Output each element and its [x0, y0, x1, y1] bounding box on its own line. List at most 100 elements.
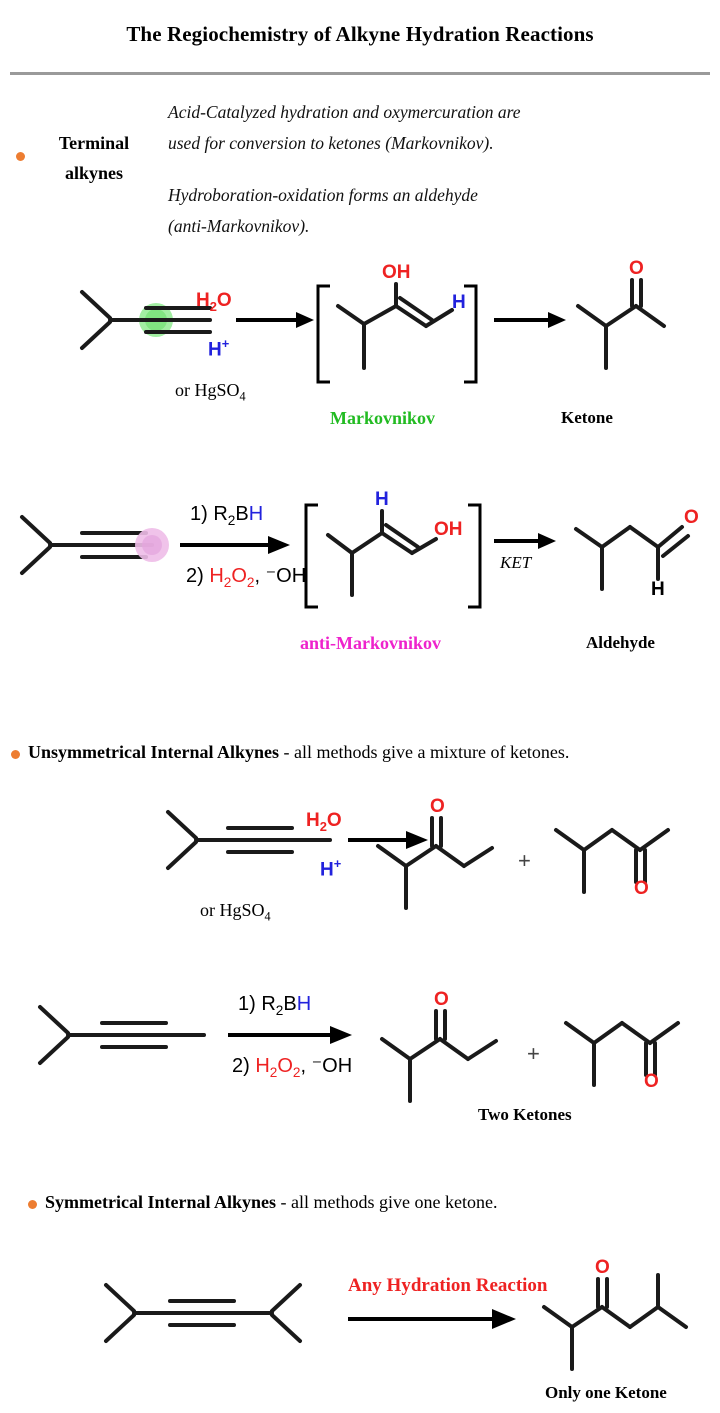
heading-sym-bold: Symmetrical Internal Alkynes [45, 1192, 276, 1212]
bond5l-methyl-down [104, 1313, 136, 1343]
reagent3-proton-label: H+ [320, 856, 342, 881]
bond3-methyl-up [166, 810, 198, 840]
p4a-ch2-to-ch3 [466, 1039, 498, 1061]
reaction-arrow-1 [236, 312, 314, 328]
reagent4-step2-label: 2) H2O2, ⁻OH [232, 1055, 353, 1080]
reaction-arrow-3 [348, 831, 428, 849]
reagent4-step1-label: 1) R2BH [238, 993, 312, 1018]
heading-sym-tail: - all methods give one ketone. [276, 1192, 498, 1212]
terminal-description-markovnikov: Acid-Catalyzed hydration and oxymercurat… [168, 97, 688, 159]
ald-co-a [656, 525, 684, 549]
product4a-oxygen-label: O [434, 989, 449, 1010]
p3a-ch-to-co [404, 844, 438, 868]
heading-unsym-bold: Unsymmetrical Internal Alkynes [28, 742, 279, 762]
p5-ch-to-co [570, 1305, 604, 1329]
step2-peroxide: H2O2 [209, 565, 255, 590]
enol2-c-to-oh [410, 537, 438, 555]
caption-anti-markovnikov: anti-Markovnikov [300, 633, 442, 653]
p4b-ch2-to-co [620, 1021, 652, 1045]
p5-methyl-left [542, 1305, 574, 1329]
terminal-label-line2: alkynes [64, 163, 124, 183]
product3a-oxygen-label: O [430, 796, 445, 817]
enol-methyl [336, 304, 366, 326]
caption-markovnikov: Markovnikov [330, 408, 436, 428]
enol-db-b [398, 296, 434, 322]
scheme-5-drawing [104, 1273, 688, 1371]
ketone-co-to-methyl [634, 304, 666, 328]
step2-peroxide-2: H2O2 [255, 1055, 301, 1080]
p3b-ch-to-ch2 [582, 828, 614, 852]
reaction-arrow-2 [180, 536, 290, 554]
aldehyde-oxygen-label: O [684, 507, 699, 528]
bracket-left-2 [304, 503, 318, 609]
bond5r-methyl-down [270, 1313, 302, 1343]
bond5r-methyl-up [270, 1283, 302, 1313]
scheme-acid-catalyzed-hydration: H2O H+ or HgSO4 OH H O Markovnikov Keton… [0, 258, 720, 440]
plus-sign-scheme4: + [527, 1041, 540, 1066]
terminal-alkynes-label: Terminal alkynes [34, 128, 154, 188]
enol-oh-label: OH [382, 262, 411, 283]
ketone-oxygen-label: O [629, 258, 644, 279]
step1-hydride-h: H [248, 503, 264, 525]
heading-unsym-tail: - all methods give a mixture of ketones. [279, 742, 570, 762]
description-line-2: used for conversion to ketones (Markovni… [168, 133, 494, 153]
bracket-left-1 [316, 284, 330, 384]
caption-two-ketones: Two Ketones [478, 1105, 572, 1124]
bond4-methyl-down [38, 1035, 70, 1065]
terminal-label-line1: Terminal [58, 133, 130, 153]
bond4-methyl-up [38, 1005, 70, 1035]
description-line-4: (anti-Markovnikov). [168, 216, 310, 236]
ald-ch-to-ch2 [600, 525, 632, 549]
p4b-co-to-ch3 [648, 1021, 680, 1045]
enol-c-to-h [424, 308, 454, 328]
bullet-terminal-alkynes [16, 152, 25, 161]
scheme-symmetrical-hydration: Any Hydration Reaction O Only one Ketone [0, 1257, 720, 1413]
p5-ch-methyl-right [656, 1305, 688, 1329]
bond3-methyl-down [166, 840, 198, 870]
scheme-4-drawing [38, 1005, 680, 1103]
product5-oxygen-label: O [595, 1257, 610, 1278]
reagent3-water-label: H2O [306, 810, 342, 834]
reagent-hgso4-label: or HgSO4 [175, 380, 246, 404]
description-line-1: Acid-Catalyzed hydration and oxymercurat… [168, 102, 521, 122]
page-title: The Regiochemistry of Alkyne Hydration R… [126, 22, 594, 46]
ketone-ch-to-co [604, 304, 638, 328]
enol-vinyl-h-label: H [452, 292, 466, 313]
plus-sign-scheme3: + [518, 848, 531, 873]
ald-ch2-to-cho [628, 525, 660, 549]
bullet-symmetrical [28, 1200, 37, 1209]
reaction-arrow-4 [228, 1026, 352, 1044]
caption-only-one-ketone: Only one Ketone [545, 1383, 667, 1402]
reagent-proton-label: H+ [208, 336, 230, 361]
bond-methyl-up-2 [20, 515, 52, 545]
enol2-methyl [326, 533, 354, 555]
description-line-3: Hydroboration-oxidation forms an aldehyd… [168, 185, 478, 205]
p3b-co-to-ch3 [638, 828, 670, 852]
step1-hydride-h-2: H [296, 993, 312, 1015]
terminal-description-anti-markovnikov: Hydroboration-oxidation forms an aldehyd… [168, 180, 688, 242]
reaction-arrow-2b [494, 533, 556, 549]
bracket-right-2 [468, 503, 482, 609]
enol2-vinyl-h-label: H [375, 489, 389, 510]
bond-methyl-down [80, 320, 112, 350]
p4b-methyl [564, 1021, 596, 1045]
ald-methyl [574, 527, 604, 549]
p3b-methyl [554, 828, 586, 852]
scheme-internal-hydroboration: 1) R2BH 2) H2O2, ⁻OH O + O Two Ketones [0, 985, 720, 1135]
reagent-step2-label: 2) H2O2, ⁻OH [186, 565, 307, 590]
scheme-internal-acid-hydration: H2O H+ or HgSO4 O + O [0, 790, 720, 940]
p5-co-to-ch2 [600, 1305, 632, 1329]
ketone-methyl [576, 304, 608, 328]
bracket-right-1 [464, 284, 478, 384]
reagent3-hgso4-label: or HgSO4 [200, 900, 271, 924]
scheme-1-drawing [80, 278, 666, 384]
scheme-3-drawing [166, 810, 670, 910]
enol2-db-b [384, 523, 420, 549]
p3a-methyl [376, 844, 408, 868]
p4a-co-to-ch2 [438, 1037, 470, 1061]
p4b-ch-to-ch2 [592, 1021, 624, 1045]
enol-db-a [394, 304, 428, 328]
enol-ch-to-c [362, 304, 398, 326]
scheme-2-drawing [20, 503, 690, 609]
